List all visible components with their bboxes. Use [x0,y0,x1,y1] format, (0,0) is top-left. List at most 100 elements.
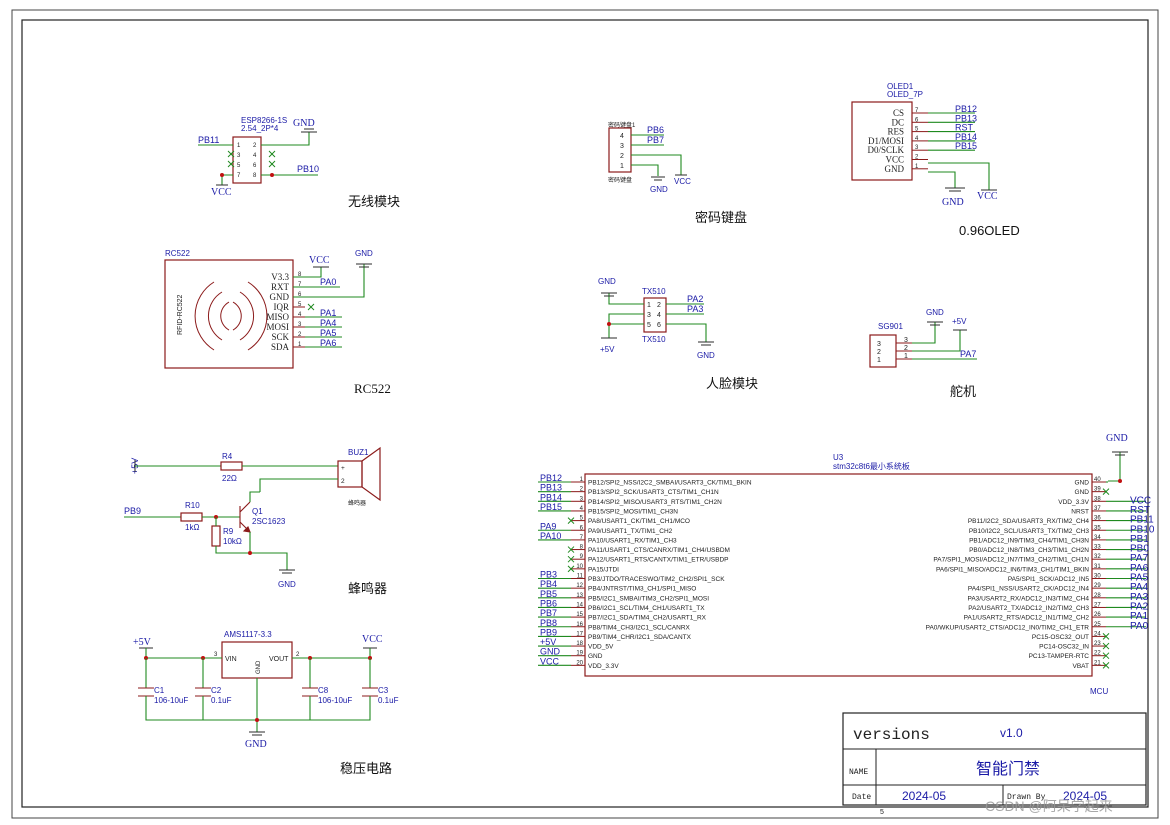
sheet-inner-frame [21,19,1149,808]
oled-pin-1: DC [891,117,904,127]
rc522-net-gnd: GND [355,249,373,258]
mcu-nc2-9 [567,555,575,563]
oled-pinno-0: 7 [915,108,919,114]
r4-value: 22Ω [222,474,237,483]
title-block: versions v1.0 NAME 智能门禁 Date 2024-05 Dra… [842,712,1147,816]
mcu-pin-22: PC13-TAMPER-RTC [1029,653,1090,660]
rc522-net-4: PA1 [320,308,336,318]
face-pin-5: 5 [647,322,651,329]
title-version: v1.0 [1000,726,1023,740]
mcu-pinno-20: 20 [576,660,583,666]
regulator-net-gnd: GND [245,739,267,750]
oled-pin-2: RES [887,127,904,137]
mcu-pin-23: PC14-OSC32_IN [1039,644,1089,651]
wifi-pin-5: 5 [237,163,241,169]
cap-C8-value: 106-10uF [318,696,352,705]
keypad-pin-3: 3 [620,143,624,150]
r10-value: 1kΩ [185,523,199,532]
face-ref: TX510 [642,287,666,296]
oled-pin-5: VCC [885,155,904,165]
cap-C1-ref: C1 [154,686,165,695]
mcu-net-13: PB5 [540,589,557,599]
mcu-net-27: PA2 [1130,601,1149,612]
wifi-net-gnd: GND [293,118,315,129]
mcu-pinno-35: 35 [1094,525,1101,531]
mcu-pin-11: PB3/JTDO/TRACESWO/TIM2_CH2/SPI1_SCK [588,576,725,583]
mcu-net-33: PB0 [1130,544,1149,555]
title-date-label: Date [852,793,871,802]
svg-text:2: 2 [296,652,300,658]
r10-ref: R10 [185,501,200,510]
buzzer-circuit[interactable]: +5V R4 22Ω BUZ1 + 2 蜂鸣器 PB9 R10 1kΩ R9 1… [124,446,387,596]
regulator-circuit[interactable]: AMS1117-3.3 VIN VOUT GND 3 2 +5V VCC C11… [133,630,399,776]
oled-net-1: PB13 [955,113,977,123]
mcu-pinno-26: 26 [1094,612,1101,618]
wifi-net-pb11: PB11 [198,135,219,145]
rc522-pin-7: SDA [271,342,290,352]
title-name-label: NAME [849,768,868,777]
servo-net-5v: +5V [952,317,967,326]
speaker-icon [361,446,381,502]
rc522-pin-6: SCK [271,332,289,342]
mcu-pinno-1: 1 [580,477,584,483]
mcu-pinno-8: 8 [580,545,584,551]
regulator-net-out: VCC [362,634,383,645]
regulator-vin: VIN [225,656,237,663]
wifi-header-body [232,136,262,184]
mcu-pin-5: PA8/USART1_CK/TIM1_CH1/MCO [588,518,690,525]
mcu-pin-27: PA2/USART2_TX/ADC12_IN2/TIM2_CH3 [968,605,1089,612]
mcu-pin-31: PA6/SPI1_MISO/ADC12_IN6/TIM3_CH1/TIM1_BK… [936,566,1089,573]
rc522-body [164,259,294,369]
mcu-pin-1: PB12/SPI2_NSS/I2C2_SMBAI/USART3_CK/TIM1_… [588,480,752,487]
q1-value: 2SC1623 [252,517,286,526]
wifi-pin-1: 1 [237,143,241,149]
mcu-pinno-12: 12 [576,583,583,589]
mcu-pin-13: PB5/I2C1_SMBAI/TIM3_CH2/SPI1_MOSI [588,595,709,602]
face-pin-4: 4 [657,312,661,319]
mcu-net-3: PB14 [540,492,562,502]
mcu-part: stm32c8t6最小系统板 [833,461,910,471]
mcu-net-31: PA6 [1130,563,1149,574]
mcu-pin-8: PA11/USART1_CTS/CANRX/TIM1_CH4/USBDM [588,547,730,554]
mcu-net-29: PA4 [1130,582,1149,593]
mcu-net-19: GND [540,647,561,657]
mcu-net-4: PB15 [540,502,562,512]
oled-pinno-1: 6 [915,117,919,123]
rc522-pin-0: V3.3 [271,272,289,282]
mcu-nc2-21 [1102,661,1110,669]
mcu-net-2: PB13 [540,483,562,493]
wifi-net-vcc: VCC [211,187,232,198]
mcu-nc2-22 [1102,652,1110,660]
keypad-part: 密码键盘1 [608,121,636,129]
oled-pin-6: GND [885,164,905,174]
buzzer-net-pb9: PB9 [124,506,141,516]
rc522-net-vcc: VCC [309,255,330,266]
mcu-pin-21: VBAT [1073,663,1090,670]
mcu-net-36: PB11 [1130,515,1154,526]
mcu-pinno-17: 17 [576,631,583,637]
oled-pinno-2: 5 [915,127,919,133]
rc522-body-text: RFID-RC522 [177,294,184,335]
svg-text:2: 2 [341,478,345,485]
face-pin-6: 6 [657,322,661,329]
mcu-nc2-23 [1102,642,1110,650]
mcu-pin-34: PB1/ADC12_IN9/TIM3_CH4/TIM1_CH3N [969,537,1089,544]
face-pin-2: 2 [657,302,661,309]
oled-pinno-5: 2 [915,155,919,161]
regulator-net-in: +5V [133,637,152,648]
oled-ref: OLED1 [887,82,914,91]
mcu-pinno-38: 38 [1094,496,1101,502]
keypad-footer: 密码键盘 [608,176,632,184]
face-net-pa2: PA2 [687,294,703,304]
mcu-pinno-4: 4 [580,506,584,512]
mcu-pinno-5: 5 [580,516,584,522]
keypad-net-pb7: PB7 [647,135,664,145]
title-drawn: 2024-05 [1063,789,1107,803]
